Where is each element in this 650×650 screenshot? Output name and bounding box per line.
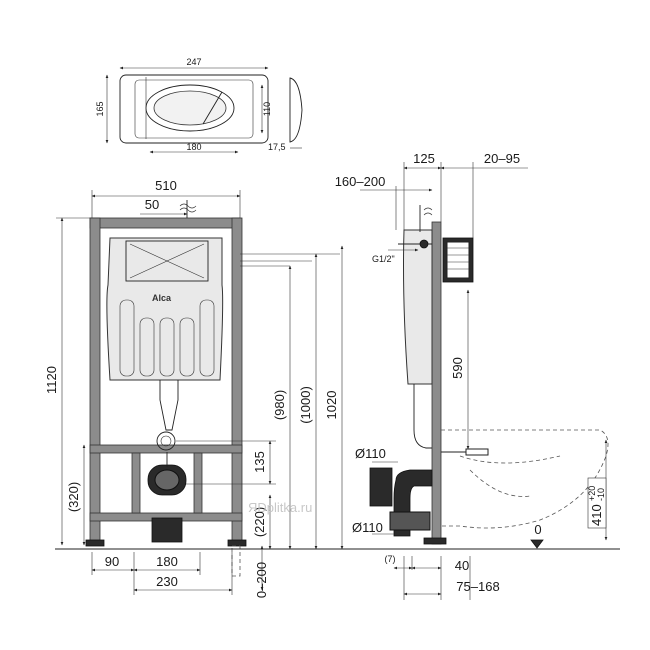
front-cistern	[106, 237, 224, 451]
front-water-inlet	[179, 200, 197, 218]
side-dimension-lines	[350, 162, 620, 600]
wall-hung-toilet-outline	[441, 429, 609, 529]
dim-7-label: (7)	[385, 554, 396, 564]
bowl-height-main: 410	[589, 504, 604, 526]
height-135-label: 135	[252, 451, 267, 473]
flush-plate-front-view	[119, 74, 269, 144]
flush-plate-dimension-lines	[105, 66, 269, 154]
plate-height-label: 165	[95, 101, 105, 116]
height-980-label: (980)	[272, 390, 287, 420]
pipe-bottom-diameter-label: Ø110	[352, 520, 383, 535]
side-drain-elbow	[369, 467, 433, 537]
plate-width-label: 247	[186, 57, 201, 67]
inlet-offset-label: 50	[145, 197, 159, 212]
dim-75-168-label: 75–168	[456, 579, 499, 594]
plate-inner-width-label: 180	[186, 142, 201, 152]
brand-logo-text: Alca	[152, 293, 172, 303]
height-1000-label: (1000)	[298, 386, 313, 424]
dim-125-label: 125	[413, 151, 435, 166]
front-dimension-lines	[55, 190, 350, 595]
dim-180-label: 180	[156, 554, 178, 569]
bowl-height-tol-plus: +20	[587, 486, 597, 501]
flush-plate-side-view	[289, 77, 303, 149]
leg-adjust-label: 0–200	[254, 562, 269, 598]
front-drain-pipe	[147, 452, 187, 543]
dim-590-label: 590	[450, 357, 465, 379]
height-1020-label: 1020	[324, 391, 339, 420]
dim-40-label: 40	[455, 558, 469, 573]
frame-width-label: 510	[155, 178, 177, 193]
height-220-label: (220)	[252, 507, 267, 537]
thread-size-label: G1/2"	[372, 254, 395, 264]
bowl-height-label: 410 +20 -10	[587, 477, 607, 529]
dim-90-label: 90	[105, 554, 119, 569]
dim-20-95-label: 20–95	[484, 151, 520, 166]
plate-depth-label: 17,5	[268, 142, 286, 152]
pipe-top-diameter-label: Ø110	[355, 446, 386, 461]
watermark-text: ЯDplitka.ru	[248, 500, 312, 515]
dim-160-200-label: 160–200	[335, 174, 386, 189]
front-frame	[85, 217, 247, 577]
total-height-label: 1120	[44, 366, 59, 394]
plate-inner-height-label: 110	[262, 102, 272, 116]
dim-230-label: 230	[156, 574, 178, 589]
floor-zero-marker	[530, 539, 544, 549]
side-cistern	[398, 205, 433, 449]
feet-height-label: (320)	[66, 482, 81, 512]
bowl-height-tol-minus: -10	[596, 488, 606, 501]
side-frame	[423, 221, 474, 545]
floor-zero-label: 0	[534, 522, 541, 537]
